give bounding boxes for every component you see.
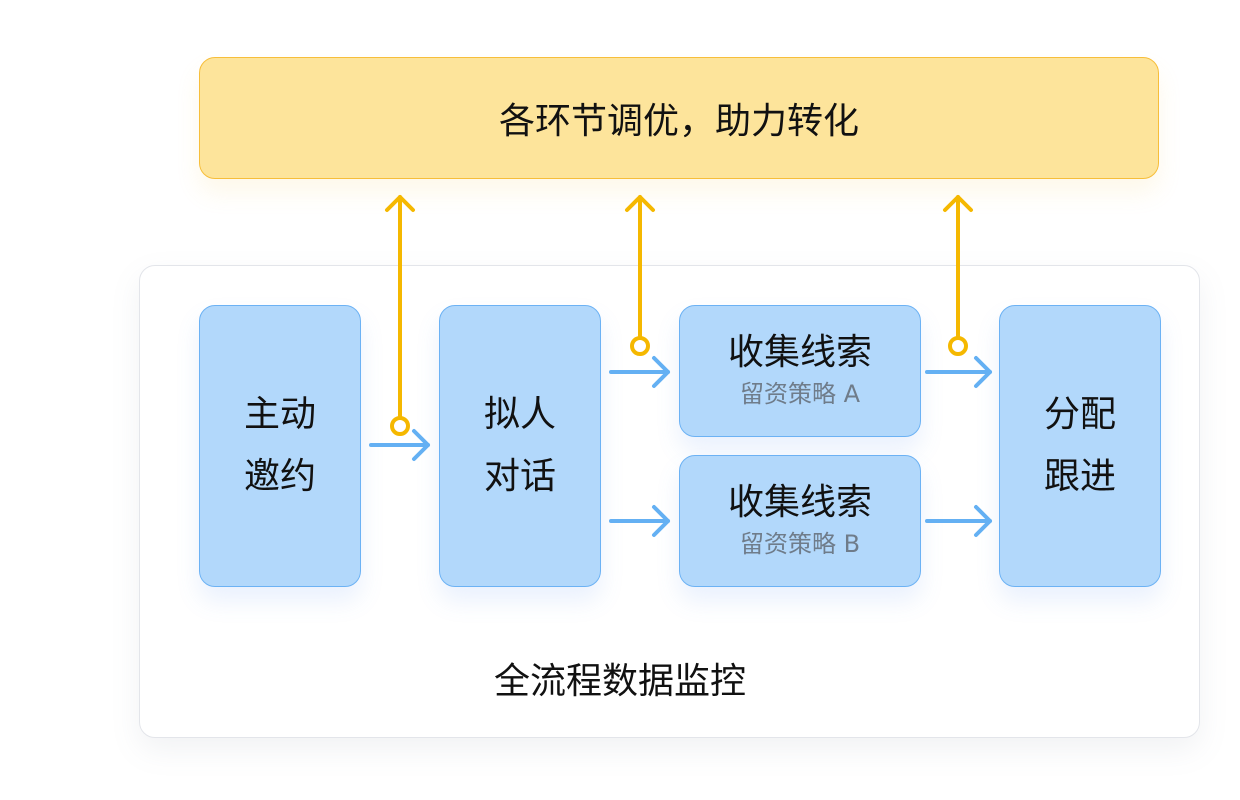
node-active-invite: 主动 邀约 [199, 305, 361, 587]
node-assign-follow-up: 分配 跟进 [999, 305, 1161, 587]
flow-arrow-chat-to-collect-b [609, 505, 670, 537]
node-human-like-chat-line2: 对话 [483, 456, 556, 497]
node-assign-follow-up-line2: 跟进 [1043, 456, 1116, 497]
node-human-like-chat-line1: 拟人 [483, 394, 556, 435]
feedback-arrow-2 [625, 195, 655, 356]
node-collect-leads-a-subtitle: 留资策略 A [739, 380, 861, 408]
feedback-arrow-3 [943, 195, 973, 356]
flow-arrow-collect-a-to-assign [925, 356, 992, 388]
node-collect-leads-a: 收集线索 留资策略 A [679, 305, 921, 437]
node-assign-follow-up-line1: 分配 [1043, 394, 1116, 435]
monitoring-caption: 全流程数据监控 [493, 661, 746, 702]
node-active-invite-line2: 邀约 [243, 456, 316, 497]
node-collect-leads-a-title: 收集线索 [727, 332, 872, 373]
node-active-invite-line1: 主动 [243, 394, 316, 435]
node-collect-leads-b: 收集线索 留资策略 B [679, 455, 921, 587]
flow-arrow-chat-to-collect-a [609, 356, 670, 388]
node-human-like-chat: 拟人 对话 [439, 305, 601, 587]
flow-arrow-invite-to-chat [369, 429, 430, 461]
node-collect-leads-b-subtitle: 留资策略 B [739, 530, 861, 558]
optimization-banner: 各环节调优，助力转化 [199, 57, 1159, 179]
flow-arrow-collect-b-to-assign [925, 505, 992, 537]
optimization-banner-label: 各环节调优，助力转化 [498, 101, 859, 142]
node-collect-leads-b-title: 收集线索 [727, 482, 872, 523]
feedback-arrow-1 [385, 195, 415, 436]
